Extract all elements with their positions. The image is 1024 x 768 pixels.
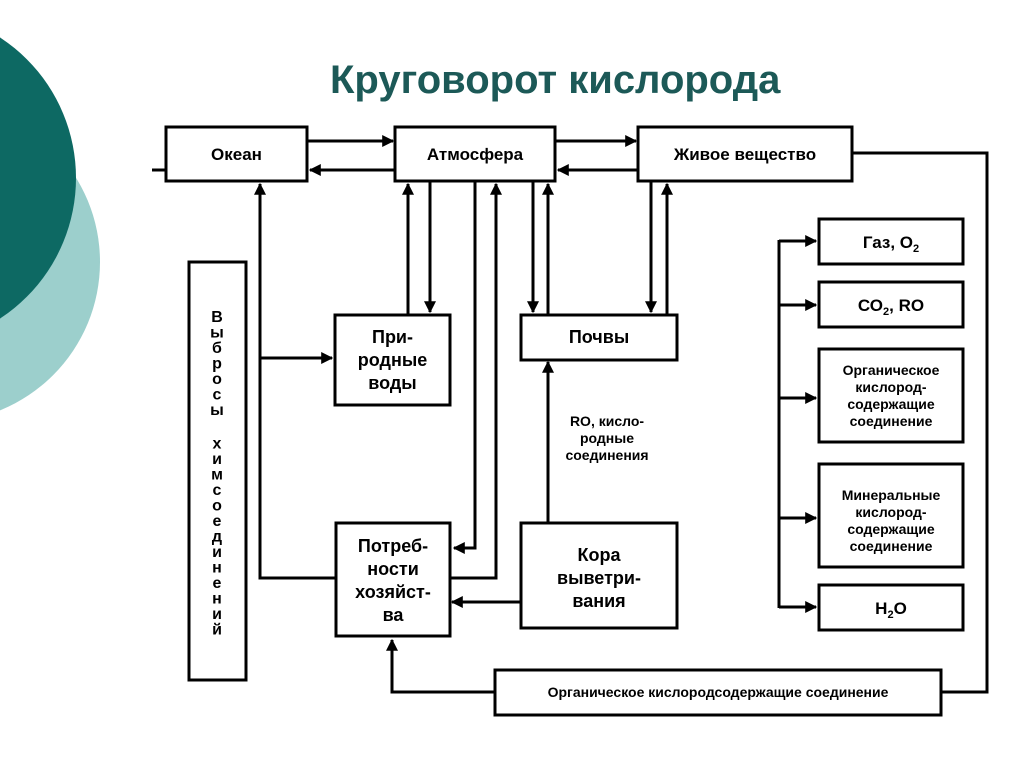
node-gas-o2: Газ, О2 xyxy=(817,217,965,266)
arrow-bottom-economy xyxy=(386,638,495,694)
node-ocean: Океан xyxy=(164,125,309,183)
natural-waters-label-3: воды xyxy=(368,373,416,393)
node-mineral-compounds: Минеральные кислород- содержащие соедине… xyxy=(817,462,965,569)
h2o-label: Н2О xyxy=(875,599,907,621)
weathering-crust-label-2: выветри- xyxy=(557,568,641,588)
mineral-compounds-label-3: содержащие xyxy=(847,521,934,537)
ocean-label: Океан xyxy=(211,145,262,164)
co2-ro-label: СО2, RO xyxy=(858,296,924,318)
mineral-compounds-label-1: Минеральные xyxy=(842,487,941,503)
node-natural-waters: При- родные воды xyxy=(333,313,452,407)
economy-needs-label-3: хозяйст- xyxy=(355,582,431,602)
living-matter-label: Живое вещество xyxy=(673,145,816,164)
connectors xyxy=(152,135,989,694)
gas-o2-label: Газ, О2 xyxy=(863,233,919,255)
natural-waters-label-1: При- xyxy=(372,327,413,347)
node-living-matter: Живое вещество xyxy=(636,125,854,183)
node-weathering-crust: Кора выветри- вания xyxy=(519,521,679,630)
weathering-crust-label-1: Кора xyxy=(578,545,622,565)
economy-needs-label-4: ва xyxy=(383,605,405,625)
node-co2-ro: СО2, RO xyxy=(817,280,965,329)
mineral-compounds-label-4: соединение xyxy=(850,538,933,554)
node-atmosphere: Атмосфера xyxy=(393,125,557,183)
node-economy-needs: Потреб- ности хозяйст- ва xyxy=(334,521,452,638)
node-h2o: Н2О xyxy=(817,583,965,632)
organic-compounds-label-1: Органическое xyxy=(843,362,940,378)
organic-compounds-label-2: кислород- xyxy=(855,379,926,395)
note-ro-line-1: RO, кисло- xyxy=(570,413,644,429)
weathering-crust-label-3: вания xyxy=(572,591,625,611)
arrow-economy-ocean xyxy=(254,182,336,580)
decor-circles xyxy=(0,37,100,411)
arrow-atmosphere-economy xyxy=(452,182,477,554)
organic-compounds-label-3: содержащие xyxy=(847,396,934,412)
note-ro-line-3: соединения xyxy=(565,447,648,463)
dark-teal-circle xyxy=(0,37,76,319)
mineral-compounds-label-2: кислород- xyxy=(855,504,926,520)
organic-bottom-label: Органическое кислородсодержащие соединен… xyxy=(548,684,889,700)
note-ro-compounds: RO, кисло- родные соединения xyxy=(565,413,648,463)
note-ro-line-2: родные xyxy=(580,430,634,446)
natural-waters-label-2: родные xyxy=(358,350,427,370)
economy-needs-label-2: ности xyxy=(367,559,419,579)
arrow-economy-atmosphere xyxy=(450,182,502,580)
economy-needs-label-1: Потреб- xyxy=(358,536,428,556)
line-living-bottom xyxy=(852,151,989,694)
node-organic-bottom: Органическое кислородсодержащие соединен… xyxy=(493,668,943,717)
atmosphere-label: Атмосфера xyxy=(427,145,524,164)
node-soils: Почвы xyxy=(519,313,679,362)
page-title: Круговорот кислорода xyxy=(330,58,781,102)
node-organic-compounds: Органическое кислород- содержащие соедин… xyxy=(817,347,965,444)
soils-label: Почвы xyxy=(569,327,629,347)
organic-compounds-label-4: соединение xyxy=(850,413,933,429)
